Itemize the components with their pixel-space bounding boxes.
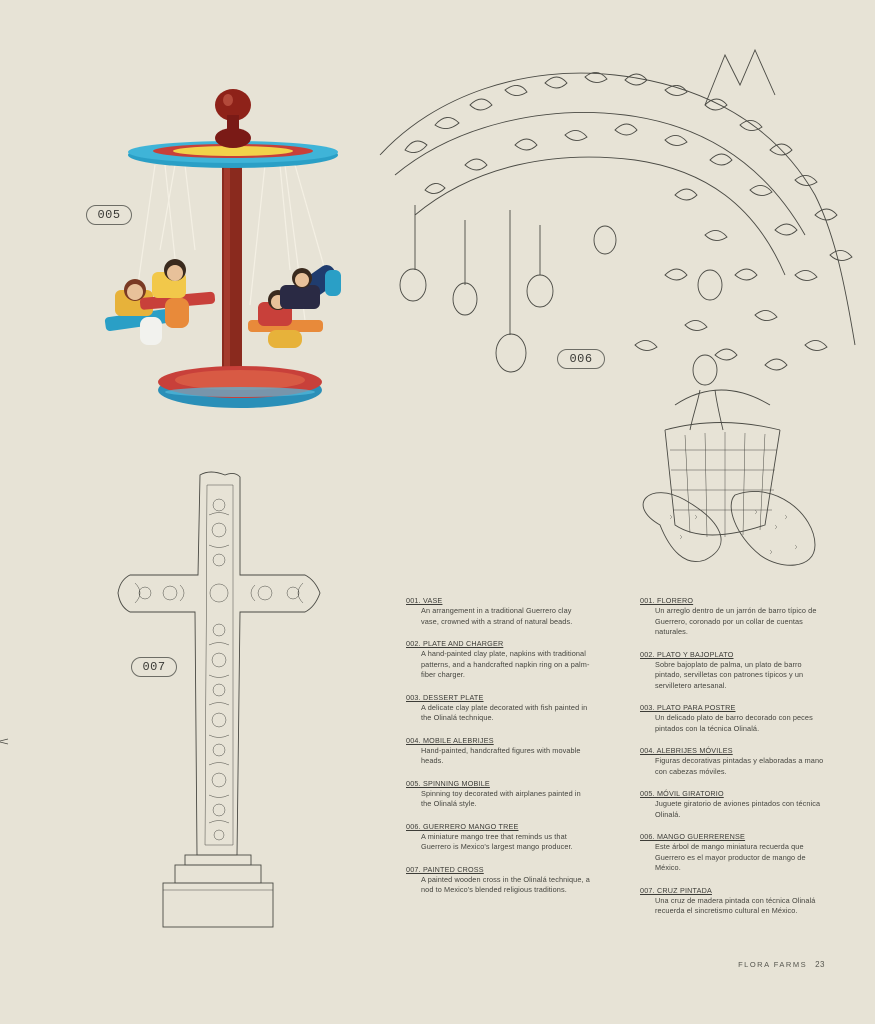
item-description: Sobre bajoplato de palma, un plato de ba…	[655, 659, 804, 690]
spinning-mobile-image	[104, 89, 341, 408]
footer-brand: FLORA FARMS	[738, 960, 808, 969]
item-description: Un delicado plato de barro decorado con …	[655, 713, 813, 733]
item-title: 006. MANGO GUERRERENSE	[640, 832, 746, 841]
page-footer: FLORA FARMS 23	[738, 960, 825, 969]
item-description: A delicate clay plate decorated with fis…	[421, 702, 588, 723]
item-title: 002. PLATE AND CHARGER	[406, 639, 504, 648]
badge-006: 006	[557, 349, 605, 369]
page-number: 23	[815, 960, 825, 969]
item-title: 007. PAINTED CROSS	[406, 864, 484, 874]
item-description: Una cruz de madera pintada con técnica O…	[655, 895, 816, 916]
item-description: A painted wooden cross in the Olinalá te…	[421, 874, 590, 895]
edge-mark	[0, 738, 9, 745]
item-description: Este árbol de mango miniatura recuerda q…	[655, 842, 806, 872]
item-title: 001. FLORERO	[640, 596, 694, 605]
badge-007: 007	[131, 657, 177, 677]
painted-cross-drawing	[117, 471, 321, 928]
mango-tree-drawing	[379, 48, 856, 566]
item-description: An arrangement in a traditional Guerrero…	[421, 606, 573, 626]
item-title: 002. PLATO Y BAJOPLATO	[640, 649, 734, 659]
item-description: Hand-painted, handcrafted figures with m…	[421, 745, 581, 766]
item-title: 004. ALEBRIJES MÓVILES	[640, 746, 733, 755]
item-title: 003. DESSERT PLATE	[406, 692, 484, 702]
item-title: 007. CRUZ PINTADA	[640, 885, 712, 895]
item-description: A miniature mango tree that reminds us t…	[421, 831, 573, 852]
item-title: 005. MÓVIL GIRATORIO	[640, 789, 724, 798]
item-title: 005. SPINNING MOBILE	[406, 778, 490, 788]
item-title: 001. VASE	[406, 596, 443, 605]
item-title: 003. PLATO PARA POSTRE	[640, 703, 736, 712]
item-title: 004. MOBILE ALEBRIJES	[406, 735, 494, 745]
badge-005: 005	[86, 205, 132, 225]
item-description: Spinning toy decorated with airplanes pa…	[421, 788, 581, 809]
item-description: Figuras decorativas pintadas y elaborada…	[655, 756, 824, 776]
item-description: Un arreglo dentro de un jarrón de barro …	[655, 606, 817, 636]
item-title: 006. GUERRERO MANGO TREE	[406, 821, 519, 831]
item-description: Juguete giratorio de aviones pintados co…	[655, 799, 821, 819]
item-description: A hand-painted clay plate, napkins with …	[421, 649, 590, 679]
